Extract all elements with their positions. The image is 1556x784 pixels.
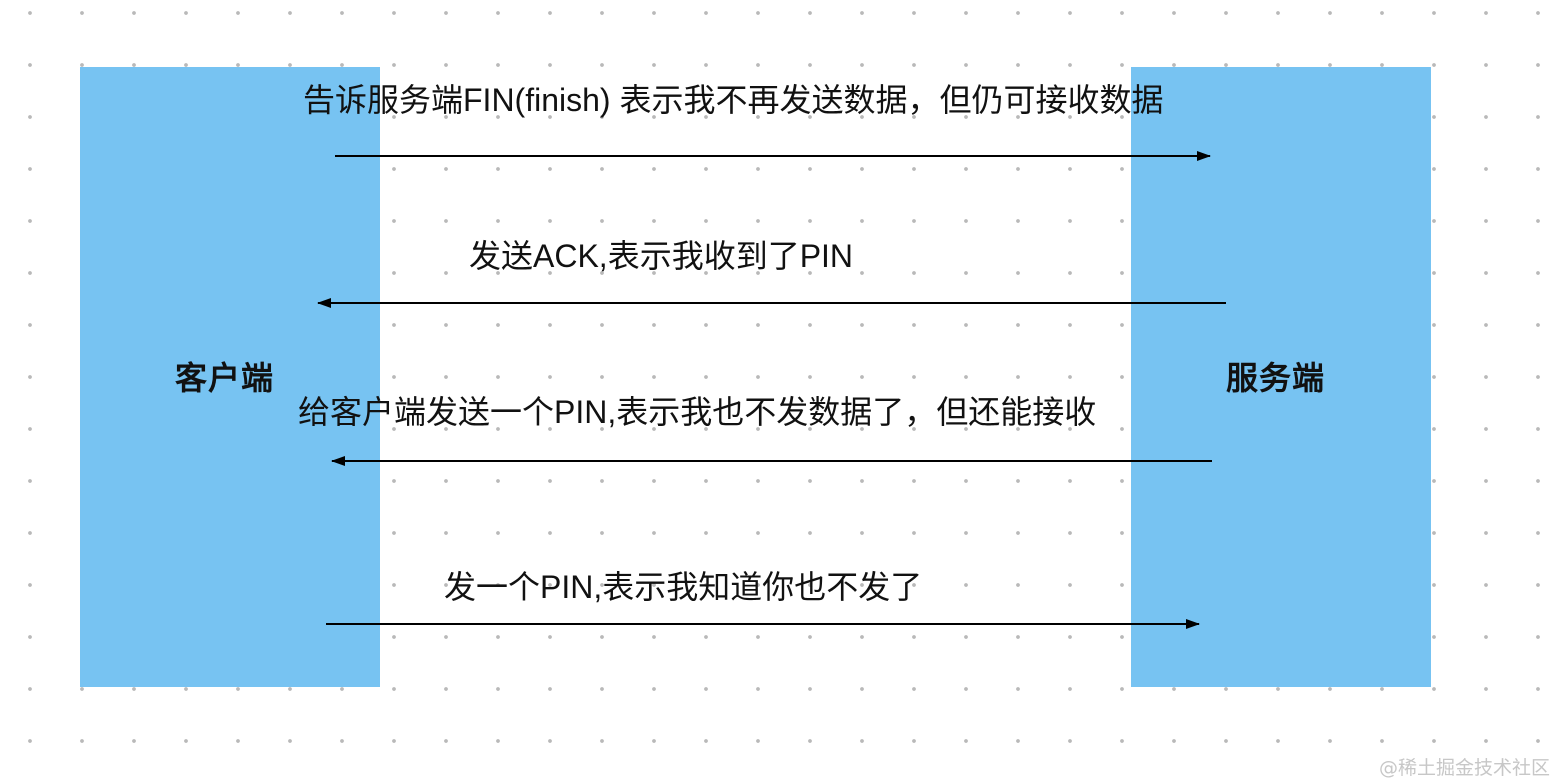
server-panel [1131, 67, 1431, 687]
server-label: 服务端 [1226, 360, 1326, 396]
client-panel [80, 67, 380, 687]
message-4-label: 发一个PIN,表示我知道你也不发了 [444, 569, 923, 605]
message-1-label: 告诉服务端FIN(finish) 表示我不再发送数据，但仍可接收数据 [303, 82, 1164, 118]
message-3-label: 给客户端发送一个PIN,表示我也不发数据了，但还能接收 [298, 394, 1097, 430]
message-2-label: 发送ACK,表示我收到了PIN [469, 238, 854, 274]
client-label: 客户端 [175, 360, 275, 396]
watermark: @稀土掘金技术社区 [1378, 757, 1550, 779]
